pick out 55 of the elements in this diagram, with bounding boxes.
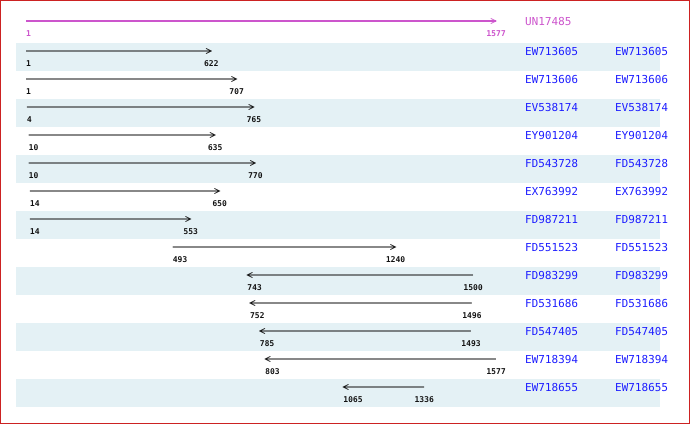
sequence-id: FD547405 xyxy=(615,326,668,337)
sequence-id: EX763992 xyxy=(615,186,668,197)
sequence-id: UN17485 xyxy=(525,16,572,27)
sequence-id: FD983299 xyxy=(525,270,578,281)
end-position: 1336 xyxy=(414,396,434,404)
sequence-id: EV538174 xyxy=(615,102,668,113)
end-position: 650 xyxy=(212,200,227,208)
sequence-id: EW718394 xyxy=(525,354,578,365)
sequence-id: FD547405 xyxy=(525,326,578,337)
sequence-id: FD551523 xyxy=(615,242,668,253)
start-position: 1 xyxy=(26,30,31,38)
end-position: 1496 xyxy=(462,312,482,320)
end-position: 1577 xyxy=(486,368,506,376)
sequence-id: FD987211 xyxy=(525,214,578,225)
end-position: 1240 xyxy=(386,256,406,264)
end-position: 1493 xyxy=(461,340,481,348)
start-position: 14 xyxy=(30,200,40,208)
sequence-id: FD531686 xyxy=(615,298,668,309)
sequence-id: FD983299 xyxy=(615,270,668,281)
end-position: 1500 xyxy=(463,284,483,292)
sequence-id: EX763992 xyxy=(525,186,578,197)
sequence-id: EW713605 xyxy=(525,46,578,57)
sequence-id: FD551523 xyxy=(525,242,578,253)
sequence-id: FD543728 xyxy=(615,158,668,169)
end-position: 707 xyxy=(229,88,244,96)
start-position: 743 xyxy=(247,284,262,292)
sequence-id: EW713605 xyxy=(615,46,668,57)
start-position: 493 xyxy=(172,256,188,264)
sequence-id: EY901204 xyxy=(615,130,668,141)
sequence-id: EW718655 xyxy=(615,382,668,393)
end-position: 622 xyxy=(204,60,218,68)
end-position: 553 xyxy=(183,228,198,236)
start-position: 752 xyxy=(250,312,264,320)
sequence-id: EW713606 xyxy=(615,74,668,85)
sequence-id: EV538174 xyxy=(525,102,578,113)
sequence-id: FD531686 xyxy=(525,298,578,309)
start-position: 14 xyxy=(30,228,40,236)
start-position: 10 xyxy=(28,144,38,152)
start-position: 10 xyxy=(28,172,38,180)
end-position: 1577 xyxy=(486,30,506,38)
end-position: 770 xyxy=(248,172,263,180)
sequence-id: EW713606 xyxy=(525,74,578,85)
sequence-id: FD543728 xyxy=(525,158,578,169)
start-position: 1065 xyxy=(343,396,363,404)
sequence-id: FD987211 xyxy=(615,214,668,225)
end-position: 635 xyxy=(208,144,222,152)
start-position: 1 xyxy=(26,60,31,68)
sequence-id: EW718655 xyxy=(525,382,578,393)
end-position: 765 xyxy=(246,116,262,124)
start-position: 803 xyxy=(265,368,280,376)
start-position: 1 xyxy=(26,88,31,96)
sequence-id: EW718394 xyxy=(615,354,668,365)
start-position: 785 xyxy=(260,340,274,348)
start-position: 4 xyxy=(26,116,32,124)
sequence-id: EY901204 xyxy=(525,130,578,141)
